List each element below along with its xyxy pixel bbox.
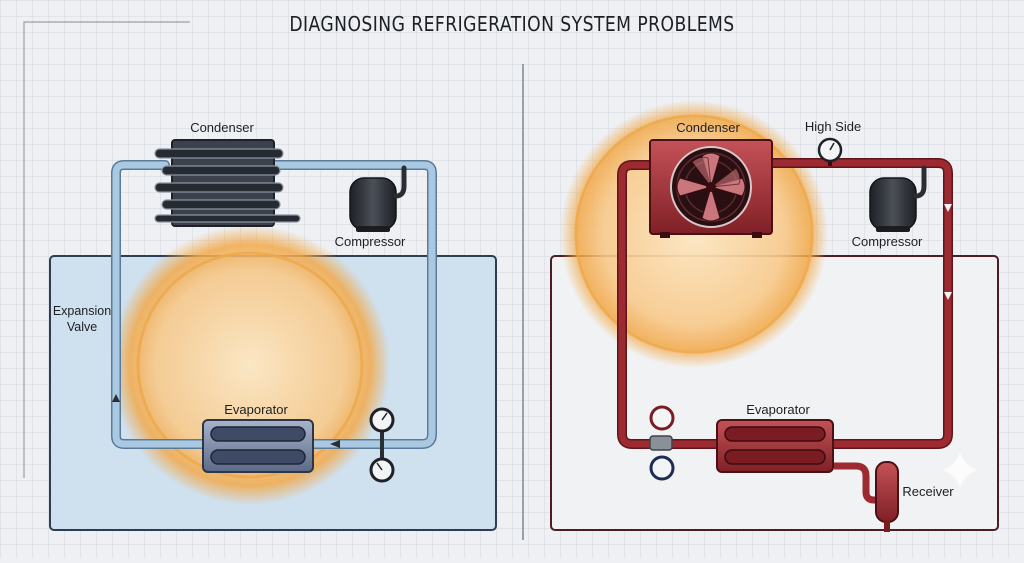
high-side-gauge <box>817 137 843 166</box>
left-flow-arrow-left <box>330 440 340 448</box>
left-pressure-gauge-bottom <box>369 457 395 483</box>
right-flow-arrow-down <box>944 204 952 212</box>
left-evaporator-label: Evaporator <box>224 402 288 417</box>
left-heat-glow <box>110 225 390 505</box>
right-heat-ring <box>574 114 814 354</box>
left-evaporator <box>202 419 314 473</box>
right-refrigerant-line <box>618 159 952 448</box>
right-panel: Condenser High Side Compressor Evaporato… <box>550 100 999 532</box>
page-title: DIAGNOSING REFRIGERATION SYSTEM PROBLEMS <box>289 12 735 36</box>
receiver-tank <box>875 461 899 532</box>
left-compressor-label: Compressor <box>335 234 406 249</box>
left-condenser-label: Condenser <box>190 120 254 135</box>
expansion-valve-label-line1: Expansion <box>53 304 111 318</box>
right-evaporator <box>716 419 834 473</box>
right-compressor-label: Compressor <box>852 234 923 249</box>
right-condenser-label: Condenser <box>676 120 740 135</box>
right-compressor-icon <box>869 165 927 232</box>
right-receiver-line <box>834 462 876 504</box>
left-condenser <box>154 139 301 227</box>
high-side-label: High Side <box>805 119 861 134</box>
right-condenser-fan <box>649 139 773 238</box>
left-compressor-icon <box>349 165 407 232</box>
frame-line <box>23 21 190 478</box>
left-flow-arrow-up <box>112 394 120 402</box>
right-pressure-gauges <box>649 405 675 481</box>
left-heat-ring <box>136 251 364 479</box>
expansion-valve-label-line2: Valve <box>67 320 97 334</box>
receiver-label: Receiver <box>902 484 954 499</box>
right-flow-arrow-down-2 <box>944 292 952 300</box>
sparkle-icon <box>942 452 978 488</box>
right-evaporator-label: Evaporator <box>746 402 810 417</box>
left-refrigerant-line <box>112 161 436 448</box>
left-pressure-gauge-top <box>369 407 395 460</box>
left-panel: Condenser Compressor Expansion Valve Eva… <box>49 120 497 531</box>
